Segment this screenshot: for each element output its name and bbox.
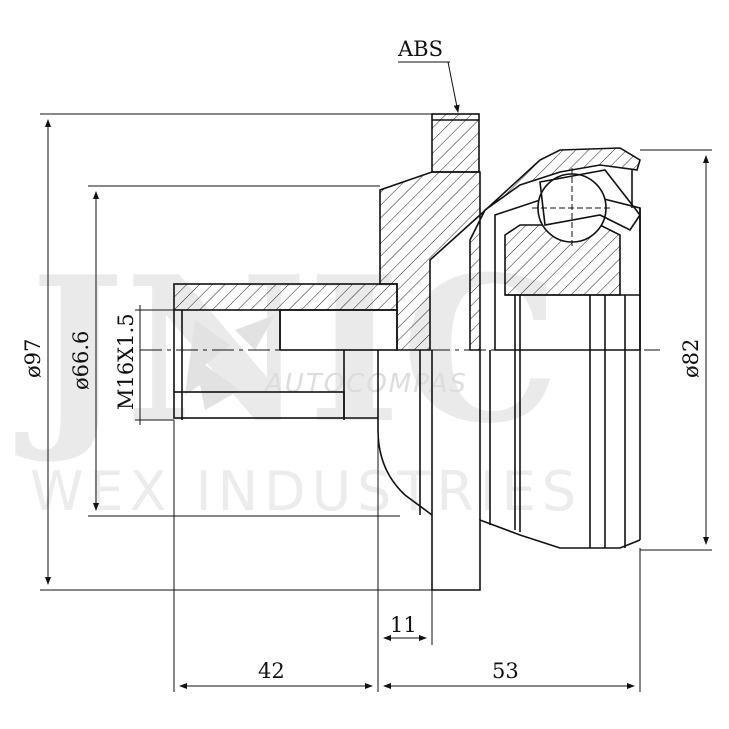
thread-label: M16X1.5 (114, 313, 138, 410)
outer-diameter-label: ø97 (21, 339, 45, 378)
watermark-logo-text: AUTOCOMPAS (263, 369, 468, 399)
seal-diameter-label: ø66.6 (69, 331, 93, 390)
cage (539, 169, 641, 232)
stem-length-label: 42 (258, 659, 285, 683)
abs-ring-section (431, 113, 480, 173)
watermark-logo-icon (185, 315, 275, 410)
abs-label: ABS (397, 37, 443, 61)
cv-joint-body (140, 113, 660, 591)
stem-upper-section (173, 283, 398, 311)
watermark: JNIC WEX INDUSTRIES AUTOCOMPAS (15, 233, 582, 523)
dimensions (40, 61, 712, 692)
body-length-label: 53 (492, 659, 519, 683)
watermark-company: WEX INDUSTRIES (30, 460, 582, 523)
shoulder-width-label: 11 (390, 613, 417, 637)
bell-diameter-label: ø82 (679, 339, 703, 378)
hub-lower-outline (377, 418, 641, 591)
